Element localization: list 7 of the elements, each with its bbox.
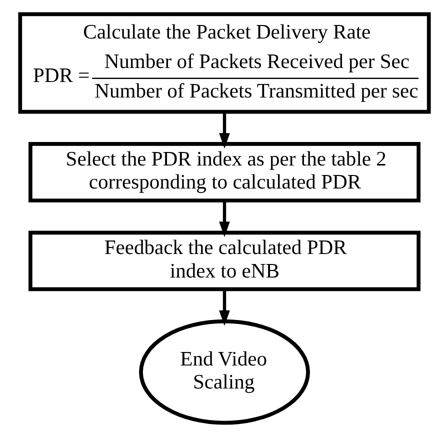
arrow: [218, 289, 230, 326]
node-box: Feedback the calculated PDR index to eNB: [28, 230, 420, 291]
node-box: Calculate the Packet Delivery Rate PDR = Number of Packets Received per Sec Number of Packets Transmitted per sec: [18, 12, 430, 114]
node-ellipse: End Video Scaling: [138, 318, 310, 424]
node-box: Select the PDR index as per the table 2 corresponding to calculated PDR: [28, 142, 420, 202]
arrow: [218, 200, 230, 237]
arrow: [218, 112, 230, 148]
